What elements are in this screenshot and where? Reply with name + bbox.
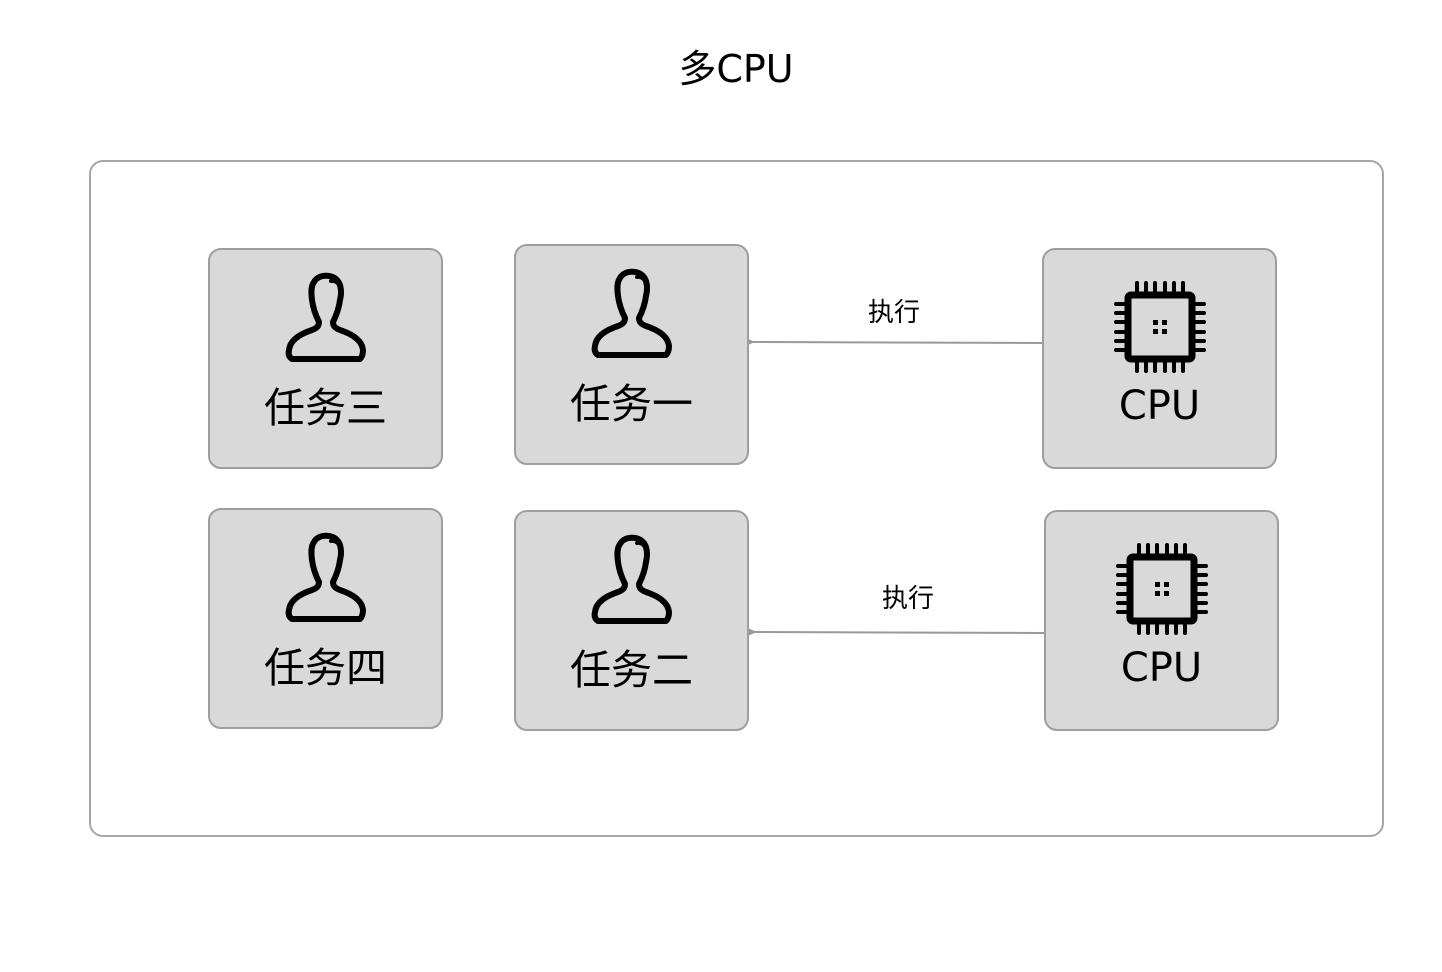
diagram-title: 多CPU (678, 47, 794, 91)
person-icon (278, 270, 374, 366)
cpu-chip-icon (1113, 280, 1207, 374)
task-node-2: 任务二 (514, 510, 749, 731)
cpu-chip-icon (1115, 542, 1209, 636)
task-label: 任务一 (570, 380, 693, 428)
person-icon (278, 530, 374, 626)
cpu-label: CPU (1118, 383, 1201, 429)
task-node-3: 任务三 (208, 248, 443, 469)
cpu-node-2: CPU (1044, 510, 1279, 731)
task-node-4: 任务四 (208, 508, 443, 729)
person-icon (584, 266, 680, 362)
task-label: 任务四 (264, 644, 387, 692)
container-frame (89, 160, 1384, 837)
edge-label-2: 执行 (882, 584, 935, 614)
cpu-label: CPU (1120, 645, 1203, 691)
edge-label-1: 执行 (868, 298, 921, 328)
person-icon (584, 532, 680, 628)
cpu-node-1: CPU (1042, 248, 1277, 469)
task-label: 任务三 (264, 384, 387, 432)
task-node-1: 任务一 (514, 244, 749, 465)
task-label: 任务二 (570, 646, 693, 694)
